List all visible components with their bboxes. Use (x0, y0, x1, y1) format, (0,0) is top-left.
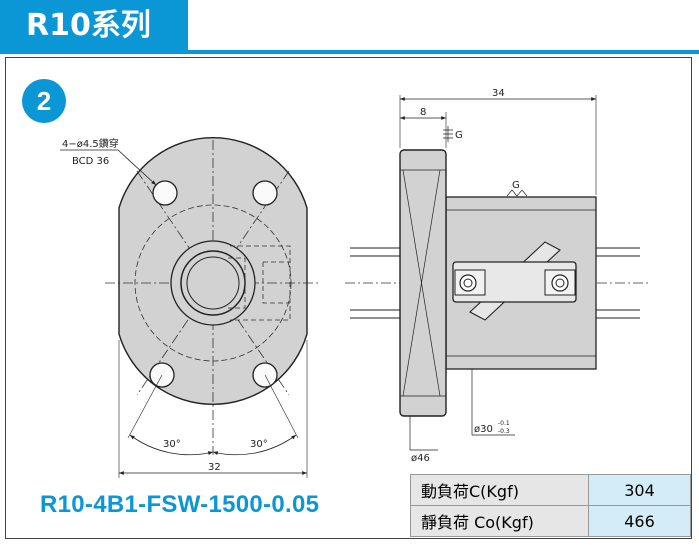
table-row: 靜負荷 Co(Kgf) 466 (410, 505, 691, 537)
clamp-screw-left (459, 274, 477, 292)
gauge-label-flange: G (455, 130, 463, 141)
section-number-badge: 2 (22, 79, 66, 123)
body-diameter: ø30 (474, 424, 493, 435)
gauge-label-body: G (512, 180, 520, 191)
angle-right-label: 30° (250, 439, 268, 450)
table-row: 動負荷C(Kgf) 304 (410, 474, 691, 506)
flange-diameter: ø46 (411, 453, 430, 464)
tolerance-upper: -0.1 (498, 420, 510, 427)
part-number: R10-4B1-FSW-1500-0.05 (40, 491, 320, 518)
static-load-label: 靜負荷 Co(Kgf) (410, 505, 589, 537)
series-title: R10系列 (0, 0, 188, 52)
dynamic-load-value: 304 (588, 474, 691, 506)
width-dim: 32 (208, 462, 221, 473)
length-dim: 34 (492, 88, 505, 99)
bolt-hole-top-right (252, 180, 278, 206)
static-load-value: 466 (588, 505, 691, 537)
header-rule (0, 50, 699, 54)
gauge-symbol-body (506, 189, 528, 197)
screw-shaft (186, 256, 240, 310)
angle-left-label: 30° (163, 439, 181, 450)
flange-dim: 8 (420, 107, 426, 118)
front-view: 4−ø4.5鑽穿 BCD 36 30° 30° 32 (60, 137, 320, 478)
side-view: 34 8 G G ø46 ø30 -0.1 -0.3 (345, 88, 650, 464)
load-spec-table: 動負荷C(Kgf) 304 靜負荷 Co(Kgf) 466 (410, 474, 691, 537)
bolt-hole-top-left (152, 180, 178, 206)
hole-note: 4−ø4.5鑽穿 (62, 137, 119, 150)
clamp-screw-right (551, 274, 569, 292)
tolerance-lower: -0.3 (498, 428, 510, 435)
drawing-frame (5, 57, 692, 539)
flange-side (399, 149, 447, 417)
bcd-note: BCD 36 (72, 156, 109, 167)
gauge-symbol-flange (443, 126, 453, 142)
dynamic-load-label: 動負荷C(Kgf) (410, 474, 589, 506)
